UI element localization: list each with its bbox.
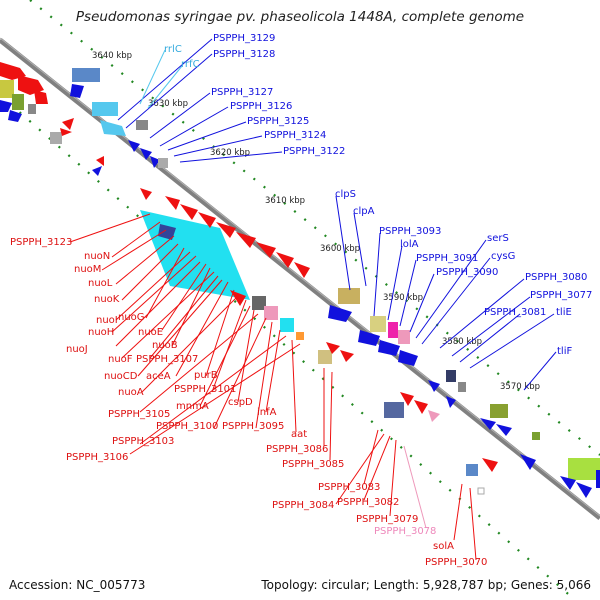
gene-label-PSPPH_3081: PSPPH_3081 xyxy=(484,307,546,318)
gene-label-purB: purB xyxy=(194,370,218,381)
gene-label-PSPPH_3080: PSPPH_3080 xyxy=(525,272,587,283)
tick-label-3630: 3630 kbp xyxy=(148,99,188,109)
leader-lines-left xyxy=(69,213,333,461)
gene-label-PSPPH_3124: PSPPH_3124 xyxy=(264,130,326,141)
gene-label-PSPPH_3084: PSPPH_3084 xyxy=(272,500,334,511)
gene-label-PSPPH_3101: PSPPH_3101 xyxy=(174,384,236,395)
gene-label-PSPPH_3090: PSPPH_3090 xyxy=(436,267,498,278)
gene-label-PSPPH_3105: PSPPH_3105 xyxy=(108,409,170,420)
gene-label-rrfC: rrfC xyxy=(181,59,200,70)
gene-label-nuoJ: nuoJ xyxy=(66,344,88,355)
gene-label-PSPPH_3093: PSPPH_3093 xyxy=(379,226,441,237)
gene-label-nuoK: nuoK xyxy=(94,294,120,305)
feature-cluster-mid xyxy=(318,288,512,436)
gene-label-tliE: tliE xyxy=(556,307,572,318)
gene-label-PSPPH_3086: PSPPH_3086 xyxy=(266,444,328,455)
gene-label-nuoA: nuoA xyxy=(118,387,144,398)
gene-label-nuoH: nuoH xyxy=(88,327,114,338)
map-title: Pseudomonas syringae pv. phaseolicola 14… xyxy=(75,9,525,25)
gene-label-nuoM: nuoM xyxy=(74,264,101,275)
leader-line-pink xyxy=(403,445,427,529)
gene-label-nuoL: nuoL xyxy=(88,278,113,289)
gene-label-PSPPH_3122: PSPPH_3122 xyxy=(283,146,345,157)
tick-label-3610: 3610 kbp xyxy=(265,196,305,206)
leader-lines-mid xyxy=(335,195,557,391)
tick-label-3600: 3600 kbp xyxy=(320,244,360,254)
gene-label-PSPPH_3082: PSPPH_3082 xyxy=(337,497,399,508)
genome-stats-label: Topology: circular; Length: 5,928,787 bp… xyxy=(261,578,591,592)
gene-label-nuoF: nuoF xyxy=(108,354,133,365)
tick-label-3620: 3620 kbp xyxy=(210,148,250,158)
gene-label-nuoCD: nuoCD xyxy=(104,371,138,382)
gene-label-cspD: cspD xyxy=(228,397,253,408)
feature-cluster-bottom xyxy=(384,392,600,498)
gene-label-clpS: clpS xyxy=(335,189,356,200)
gene-label-aceA: aceA xyxy=(146,371,171,382)
gene-label-nuoB: nuoB xyxy=(152,340,178,351)
gene-label-PSPPH_3083: PSPPH_3083 xyxy=(318,482,380,493)
accession-label: Accession: NC_005773 xyxy=(9,578,146,592)
gene-label-cysG: cysG xyxy=(491,251,515,262)
gene-label-rrlC: rrlC xyxy=(164,44,182,55)
feature-cluster-top xyxy=(70,68,168,176)
tick-ring-inner xyxy=(0,94,576,600)
gene-label-clpA: clpA xyxy=(353,206,375,217)
tick-label-3570: 3570 kbp xyxy=(500,382,540,392)
feature-cluster-left xyxy=(0,62,74,144)
tick-ring-outer xyxy=(29,0,600,456)
gene-label-PSPPH_3077: PSPPH_3077 xyxy=(530,290,592,301)
gene-label-nuoE: nuoE xyxy=(138,327,163,338)
gene-label-PSPPH_3128: PSPPH_3128 xyxy=(213,49,275,60)
gene-label-infA: infA xyxy=(257,407,277,418)
gene-label-tliF: tliF xyxy=(557,346,572,357)
gene-label-lolA: lolA xyxy=(400,239,419,250)
leader-lines-bottom xyxy=(335,429,477,561)
tick-label-3580: 3580 kbp xyxy=(442,337,482,347)
gene-label-PSPPH_3078: PSPPH_3078 xyxy=(374,526,436,537)
leader-lines-cyan xyxy=(139,49,183,109)
gene-label-PSPPH_3070: PSPPH_3070 xyxy=(425,557,487,568)
gene-label-PSPPH_3103: PSPPH_3103 xyxy=(112,436,174,447)
gene-label-nuoI: nuoI xyxy=(96,315,118,326)
gene-label-PSPPH_3127: PSPPH_3127 xyxy=(211,87,273,98)
gene-label-nuoN: nuoN xyxy=(84,251,110,262)
genome-backbone xyxy=(0,38,600,520)
gene-label-PSPPH_3091: PSPPH_3091 xyxy=(416,253,478,264)
gene-label-nuoG: nuoG xyxy=(118,312,145,323)
gene-label-serS: serS xyxy=(487,233,509,244)
gene-label-PSPPH_3095: PSPPH_3095 xyxy=(222,421,284,432)
tick-label-3590: 3590 kbp xyxy=(383,293,423,303)
gene-label-PSPPH_3123: PSPPH_3123 xyxy=(10,237,72,248)
gene-label-PSPPH_3129: PSPPH_3129 xyxy=(213,33,275,44)
gene-label-PSPPH_3079: PSPPH_3079 xyxy=(356,514,418,525)
gene-label-solA: solA xyxy=(433,541,454,552)
tick-label-3640: 3640 kbp xyxy=(92,51,132,61)
gene-label-PSPPH_3100: PSPPH_3100 xyxy=(156,421,218,432)
gene-label-PSPPH_3126: PSPPH_3126 xyxy=(230,101,292,112)
gene-label-PSPPH_3125: PSPPH_3125 xyxy=(247,116,309,127)
gene-label-mnmA: mnmA xyxy=(176,401,209,412)
gene-label-aat: aat xyxy=(291,429,307,440)
backbone-highlight xyxy=(0,37,600,517)
gene-label-PSPPH_3085: PSPPH_3085 xyxy=(282,459,344,470)
gene-label-PSPPH_3106: PSPPH_3106 xyxy=(66,452,128,463)
gene-label-PSPPH_3107: PSPPH_3107 xyxy=(136,354,198,365)
leader-lines-top xyxy=(117,38,283,163)
